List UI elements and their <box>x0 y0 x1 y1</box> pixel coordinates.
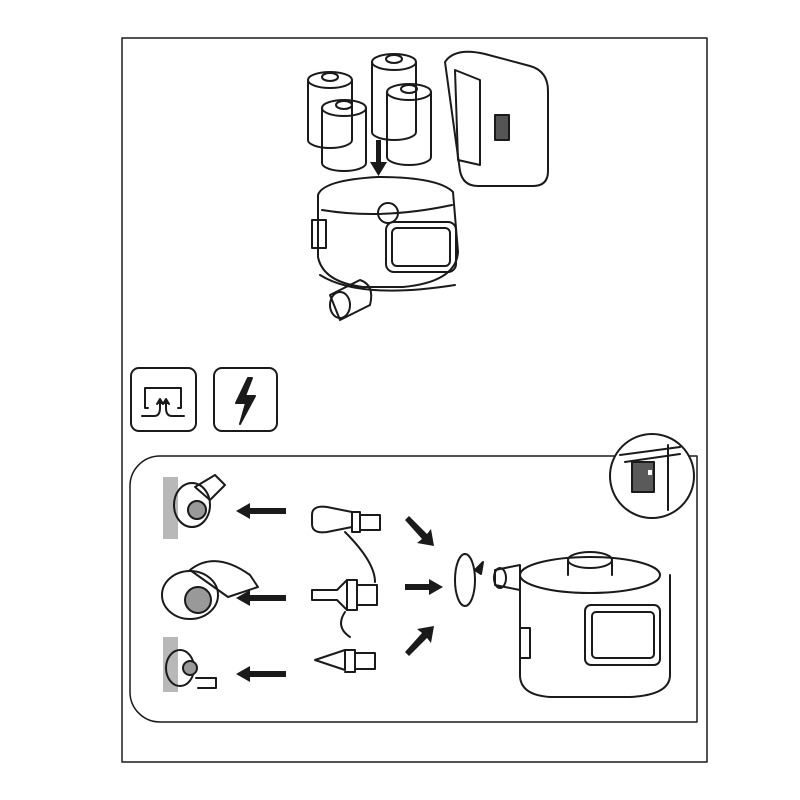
outer-frame <box>121 37 708 763</box>
batteries <box>307 53 432 172</box>
pump-body-open <box>311 176 459 321</box>
right-arrows <box>405 516 443 656</box>
rotate-icon <box>454 553 484 607</box>
adapter-panel <box>129 455 698 723</box>
power-lightning-icon <box>213 367 278 432</box>
down-arrow-icon <box>370 140 387 176</box>
switch-inset-icon <box>609 433 695 519</box>
valve-targets <box>161 474 259 689</box>
battery-install-illustration <box>307 50 549 321</box>
nozzle-adapters <box>311 505 381 673</box>
open-lid <box>444 50 549 187</box>
left-arrows <box>236 503 286 682</box>
pump-assembled <box>493 551 671 698</box>
air-outflow-icon <box>130 367 197 432</box>
walls <box>163 477 178 692</box>
